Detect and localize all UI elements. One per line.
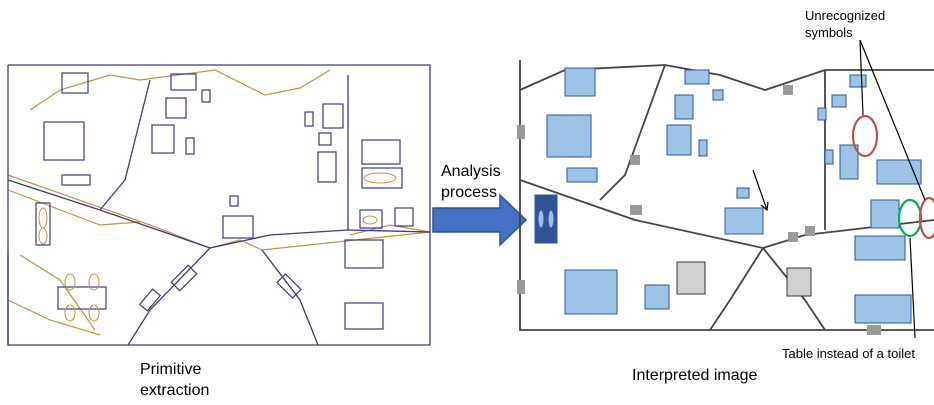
- stairs-symbols: [676, 261, 812, 297]
- small-square-symbol: [849, 74, 867, 88]
- primitive-armchair-3: [165, 97, 187, 119]
- door-marker: [867, 325, 881, 335]
- small-square-symbol: [736, 187, 750, 199]
- interpreted-symbols: [534, 67, 922, 324]
- primitive-bed: [43, 121, 85, 161]
- primitive-toilet: [394, 207, 414, 227]
- armchair-symbol: [839, 144, 859, 180]
- door-marker: [517, 280, 525, 294]
- unrecognized-symbol-circle-2: [918, 196, 934, 240]
- small-table-symbol: [566, 167, 598, 183]
- small-square-symbol: [712, 89, 724, 101]
- analysis-line-1: Analysis: [441, 163, 501, 180]
- primitive-extraction-label: Primitive extraction: [140, 360, 209, 402]
- armchair-symbol: [684, 69, 710, 85]
- wardrobe-symbol: [534, 194, 558, 244]
- bathtub-symbol: [876, 159, 922, 185]
- interpreted-image-panel: [517, 39, 934, 339]
- unrecognized-symbol-circle: [851, 114, 879, 158]
- primitive-extraction-panel: [7, 64, 431, 346]
- primitive-small-rect-3: [304, 111, 314, 127]
- primitive-line-2: extraction: [140, 381, 210, 399]
- sofa-symbol: [854, 294, 912, 324]
- door-marker: [517, 125, 525, 139]
- unrecognized-line-1: Unrecognized: [805, 8, 886, 23]
- primitive-stairs: [170, 264, 198, 292]
- analysis-process-label: Analysis process: [441, 162, 501, 204]
- armchair-symbol: [564, 67, 596, 97]
- small-square-symbol: [831, 94, 847, 108]
- wardrobe-door-icon: [547, 209, 555, 229]
- unrecognized-symbols-label: Unrecognized symbols: [805, 8, 885, 42]
- primitive-sofa-2: [344, 239, 384, 269]
- primitive-small-square-2: [318, 132, 332, 146]
- table-instead-circle: [897, 198, 923, 238]
- analysis-arrow: [432, 193, 528, 247]
- door-marker: [788, 232, 798, 242]
- door-marker: [805, 226, 815, 236]
- interpreted-annotations: [851, 114, 934, 240]
- sink-symbol: [870, 199, 900, 229]
- armchair-symbol: [674, 94, 694, 120]
- primitive-armchair-6: [317, 151, 337, 183]
- sofa-symbol: [854, 235, 906, 261]
- table-instead-label: Table instead of a toilet: [782, 346, 915, 361]
- primitive-stairs-2: [138, 288, 162, 312]
- primitive-armchair-5: [322, 103, 344, 129]
- primitive-armchair-2: [170, 73, 197, 91]
- door-marker: [630, 155, 640, 165]
- small-rect-symbol: [698, 139, 708, 157]
- primitive-sink: [359, 209, 383, 229]
- primitive-orange-symbols: [38, 172, 397, 322]
- unrecognized-line-2: symbols: [805, 24, 853, 40]
- door-markers: [517, 85, 881, 335]
- primitive-square: [201, 89, 211, 103]
- small-rect-symbol: [824, 149, 834, 165]
- primitive-line-1: Primitive: [140, 361, 202, 378]
- primitive-small-square: [229, 195, 239, 207]
- dining-table-symbol: [564, 269, 618, 315]
- primitive-table: [57, 286, 107, 310]
- primitive-armchair-4: [151, 124, 175, 154]
- primitive-walls: [7, 64, 431, 346]
- primitive-wardrobe: [35, 202, 51, 246]
- wardrobe-door-icon: [537, 209, 545, 229]
- stairs-symbol: [676, 261, 706, 295]
- primitive-bathtub-frame: [361, 139, 401, 165]
- primitive-sofa-3: [344, 302, 384, 330]
- primitive-stairs-3: [276, 273, 302, 299]
- small-rect-symbol: [817, 107, 827, 121]
- bed-symbol: [546, 114, 592, 158]
- interpreted-image-label: Interpreted image: [632, 367, 758, 384]
- primitive-bathtub: [361, 167, 403, 189]
- armchair-symbol: [666, 124, 692, 156]
- door-marker: [630, 205, 642, 215]
- primitive-armchair: [61, 72, 89, 94]
- sofa-symbol: [724, 207, 764, 235]
- primitive-symbols: [35, 72, 414, 330]
- door-marker: [783, 85, 793, 95]
- primitive-sofa: [222, 215, 254, 239]
- square-table-symbol: [644, 284, 670, 310]
- orange-primitive-lines: [7, 69, 431, 336]
- primitive-small-rect: [185, 137, 195, 155]
- analysis-line-2: process: [441, 183, 498, 201]
- primitive-small-rect-2: [61, 174, 91, 186]
- pointer-lines: [752, 39, 926, 339]
- stairs-symbol: [786, 267, 812, 297]
